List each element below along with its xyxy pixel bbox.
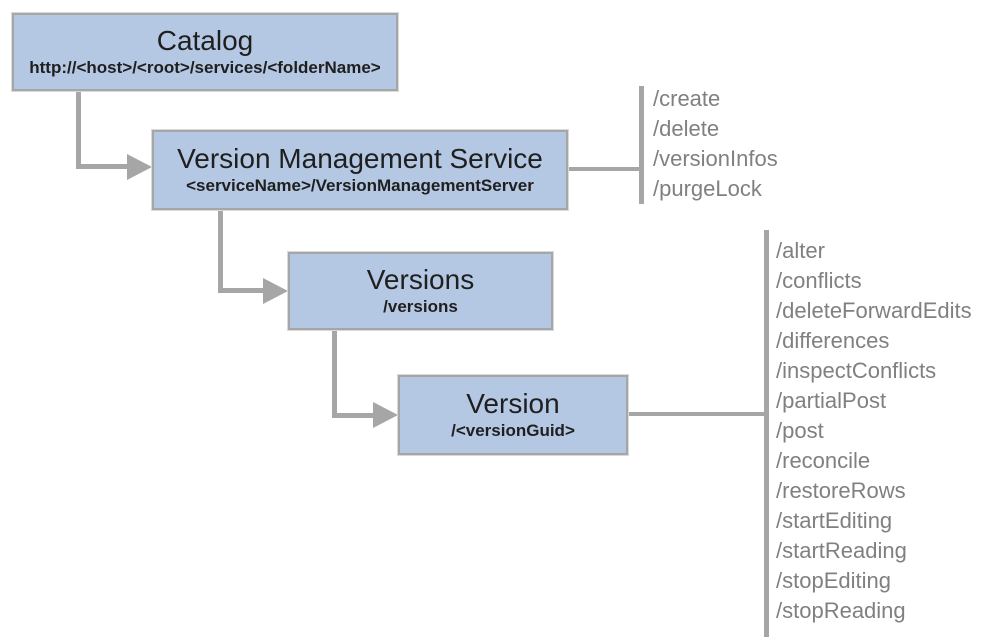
operation-item: /conflicts [776,268,862,293]
node-subtitle: http://<host>/<root>/services/<folderNam… [29,57,381,77]
operation-item: /reconcile [776,448,871,473]
bracket-vertical-bar [764,230,769,637]
operation-item: /delete [653,116,720,141]
arrowhead-icon [373,402,398,428]
node-subtitle: <serviceName>/VersionManagementServer [186,175,534,195]
operation-item: /partialPost [776,388,887,413]
node-title: Catalog [156,25,254,57]
operation-item: /inspectConflicts [776,358,937,383]
operation-item: /create [653,86,721,111]
connector-horizontal-line [218,288,263,293]
connector-horizontal-line [76,164,127,169]
node-title: Version [466,388,560,420]
node-subtitle: /versions [383,296,458,316]
connector-vertical-line [332,330,337,418]
bracket-vertical-bar [639,86,644,204]
bracket-horizontal-line [568,167,643,171]
node-version-management-service: Version Management Service <serviceName>… [151,129,569,211]
operation-item: /post [776,418,824,443]
node-version: Version /<versionGuid> [397,374,629,456]
arrowhead-icon [263,278,288,304]
node-subtitle: /<versionGuid> [451,420,575,440]
vms-operations-list: /create /delete /versionInfos /purgeLock [653,84,778,204]
operation-item: /startReading [776,538,907,563]
arrowhead-icon [127,154,152,180]
operation-item: /alter [776,238,825,263]
connector-horizontal-line [332,413,373,418]
node-versions: Versions /versions [287,251,554,331]
operation-item: /restoreRows [776,478,906,503]
operation-item: /stopEditing [776,568,891,593]
operation-item: /deleteForwardEdits [776,298,972,323]
operation-item: /purgeLock [653,176,762,201]
version-operations-list: /alter /conflicts /deleteForwardEdits /d… [776,236,972,626]
connector-vertical-line [76,91,81,169]
operation-item: /startEditing [776,508,893,533]
node-catalog: Catalog http://<host>/<root>/services/<f… [11,12,399,92]
bracket-horizontal-line [628,412,768,416]
operation-item: /differences [776,328,890,353]
operation-item: /stopReading [776,598,906,623]
operation-item: /versionInfos [653,146,778,171]
node-title: Version Management Service [177,143,543,175]
connector-vertical-line [218,210,223,293]
node-title: Versions [366,264,475,296]
